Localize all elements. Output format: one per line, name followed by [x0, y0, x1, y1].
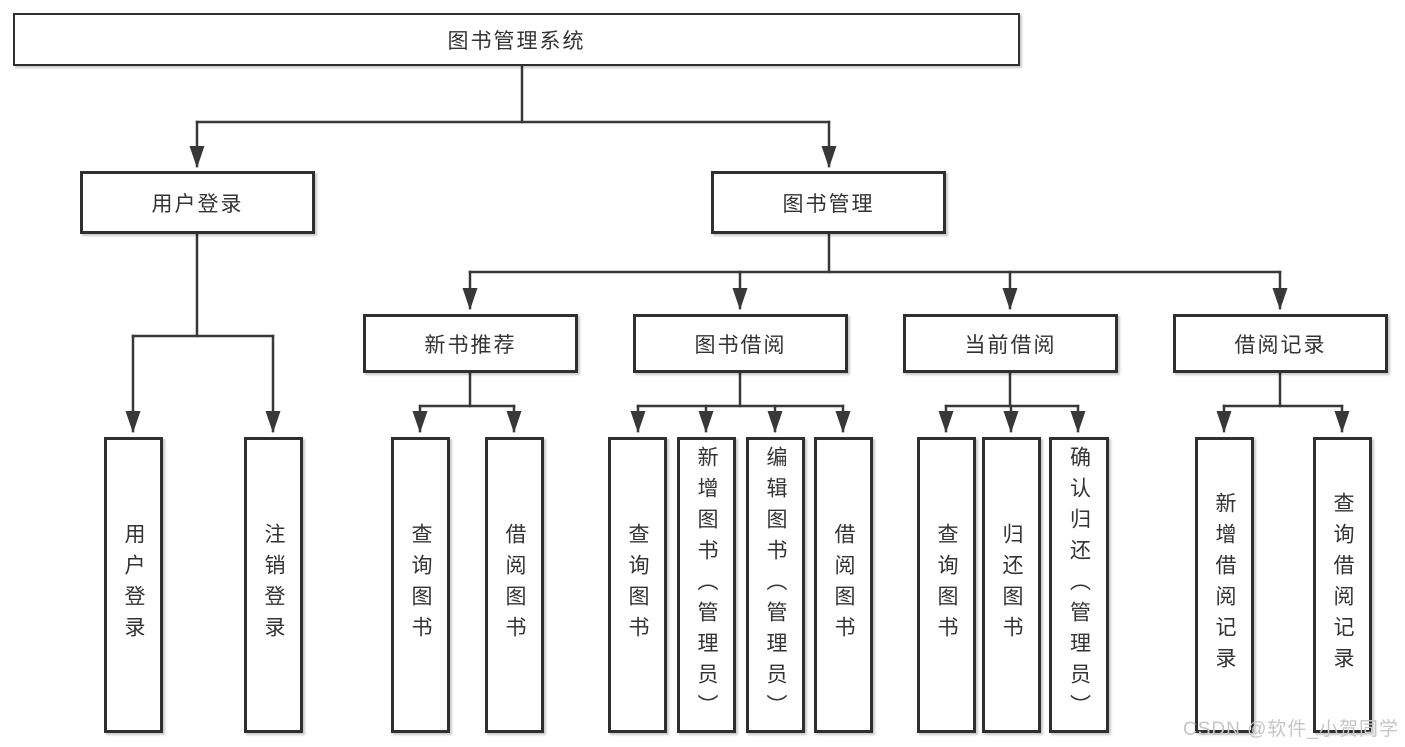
node-label: 注销登录	[262, 523, 286, 647]
leaf-current-confirm-return-admin: 确认归还（管理员）	[1049, 437, 1109, 733]
node-user-login: 用户登录	[80, 171, 315, 234]
leaf-recommend-query-books: 查询图书	[391, 437, 450, 733]
leaf-recommend-borrow-books: 借阅图书	[485, 437, 544, 733]
node-borrow-record: 借阅记录	[1173, 314, 1388, 373]
node-label: 查询图书	[626, 523, 650, 647]
node-current-borrow: 当前借阅	[903, 314, 1118, 373]
node-label: 新增图书（管理员）	[695, 445, 719, 725]
leaf-borrow-add-books-admin: 新增图书（管理员）	[677, 437, 736, 733]
leaf-borrow-borrow-books: 借阅图书	[814, 437, 873, 733]
node-label: 编辑图书（管理员）	[764, 445, 788, 725]
leaf-logout: 注销登录	[244, 437, 303, 733]
node-label: 图书管理系统	[447, 29, 586, 53]
node-label: 图书借阅	[694, 333, 787, 357]
node-label: 借阅图书	[832, 523, 856, 647]
node-label: 确认归还（管理员）	[1067, 445, 1091, 725]
leaf-borrow-edit-books-admin: 编辑图书（管理员）	[746, 437, 805, 733]
csdn-watermark: CSDN @软件_小贺同学	[1183, 719, 1399, 740]
leaf-borrow-query-books: 查询图书	[608, 437, 667, 733]
node-label: 查询图书	[935, 523, 959, 647]
node-label: 新增借阅记录	[1213, 492, 1237, 678]
node-new-book-recommend: 新书推荐	[363, 314, 578, 373]
connector-group	[125, 64, 1350, 433]
node-label: 归还图书	[1000, 523, 1024, 647]
node-label: 查询借阅记录	[1331, 492, 1355, 678]
node-system-root: 图书管理系统	[13, 13, 1020, 66]
node-label: 借阅图书	[503, 523, 527, 647]
leaf-current-query-books: 查询图书	[917, 437, 976, 733]
leaf-record-add: 新增借阅记录	[1195, 437, 1254, 733]
node-label: 新书推荐	[424, 333, 517, 357]
node-label: 图书管理	[782, 192, 875, 216]
leaf-current-return-books: 归还图书	[982, 437, 1041, 733]
leaf-record-query: 查询借阅记录	[1313, 437, 1372, 733]
node-label: 借阅记录	[1234, 333, 1327, 357]
node-label: 当前借阅	[964, 333, 1057, 357]
node-book-manage: 图书管理	[711, 171, 946, 234]
node-label: 用户登录	[122, 523, 146, 647]
node-label: 用户登录	[151, 192, 244, 216]
node-book-borrow: 图书借阅	[633, 314, 848, 373]
node-label: 查询图书	[409, 523, 433, 647]
leaf-user-login: 用户登录	[104, 437, 163, 733]
